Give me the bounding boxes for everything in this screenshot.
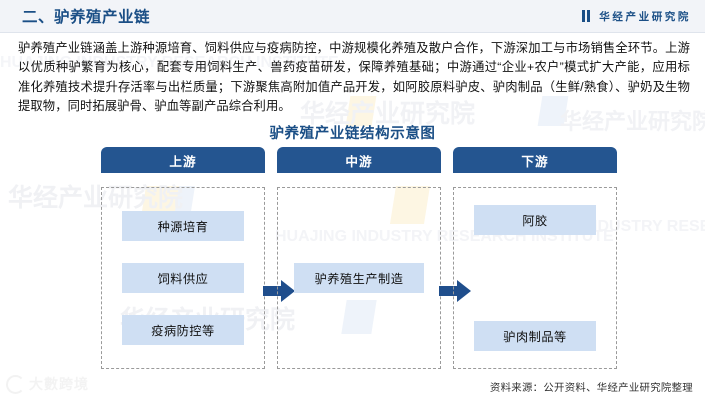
column-body-midstream: 驴养殖生产制造	[277, 187, 441, 369]
diagram-column-midstream: 中游 驴养殖生产制造	[277, 147, 441, 369]
page-header: 二、驴养殖产业链 华经产业研究院	[0, 0, 705, 33]
diagram-column-downstream: 下游 阿胶 驴肉制品等	[453, 147, 617, 369]
diagram-column-upstream: 上游 种源培育 饲料供应 疫病防控等	[101, 147, 265, 369]
column-header-midstream: 中游	[277, 147, 441, 173]
node-item[interactable]: 饲料供应	[122, 263, 244, 293]
node-item[interactable]: 种源培育	[122, 211, 244, 241]
intro-paragraph: 驴养殖产业链涵盖上游种源培育、饲料供应与疫病防控，中游规模化养殖及散户合作，下游…	[18, 41, 690, 114]
bars-logo-icon	[582, 10, 593, 22]
column-body-downstream: 阿胶 驴肉制品等	[453, 187, 617, 369]
column-header-upstream: 上游	[101, 147, 265, 173]
brand-name: 华经产业研究院	[599, 10, 691, 23]
industry-chain-diagram: 上游 种源培育 饲料供应 疫病防控等 中游 驴养殖生产制造 下游 阿胶 驴肉制品…	[0, 147, 705, 379]
arrow-right-icon	[263, 280, 295, 302]
node-item[interactable]: 驴养殖生产制造	[294, 263, 424, 293]
column-header-downstream: 下游	[453, 147, 617, 173]
node-item[interactable]: 阿胶	[474, 205, 596, 235]
column-body-upstream: 种源培育 饲料供应 疫病防控等	[101, 187, 265, 369]
page-title: 二、驴养殖产业链	[22, 9, 151, 26]
node-item[interactable]: 驴肉制品等	[474, 321, 596, 351]
source-note: 资料来源：公开资料、华经产业研究院整理	[489, 383, 693, 394]
brand-lockup: 华经产业研究院	[582, 9, 691, 24]
chart-title: 驴养殖产业链结构示意图	[269, 126, 436, 142]
arrow-right-icon	[439, 280, 471, 302]
node-item[interactable]: 疫病防控等	[122, 315, 244, 345]
